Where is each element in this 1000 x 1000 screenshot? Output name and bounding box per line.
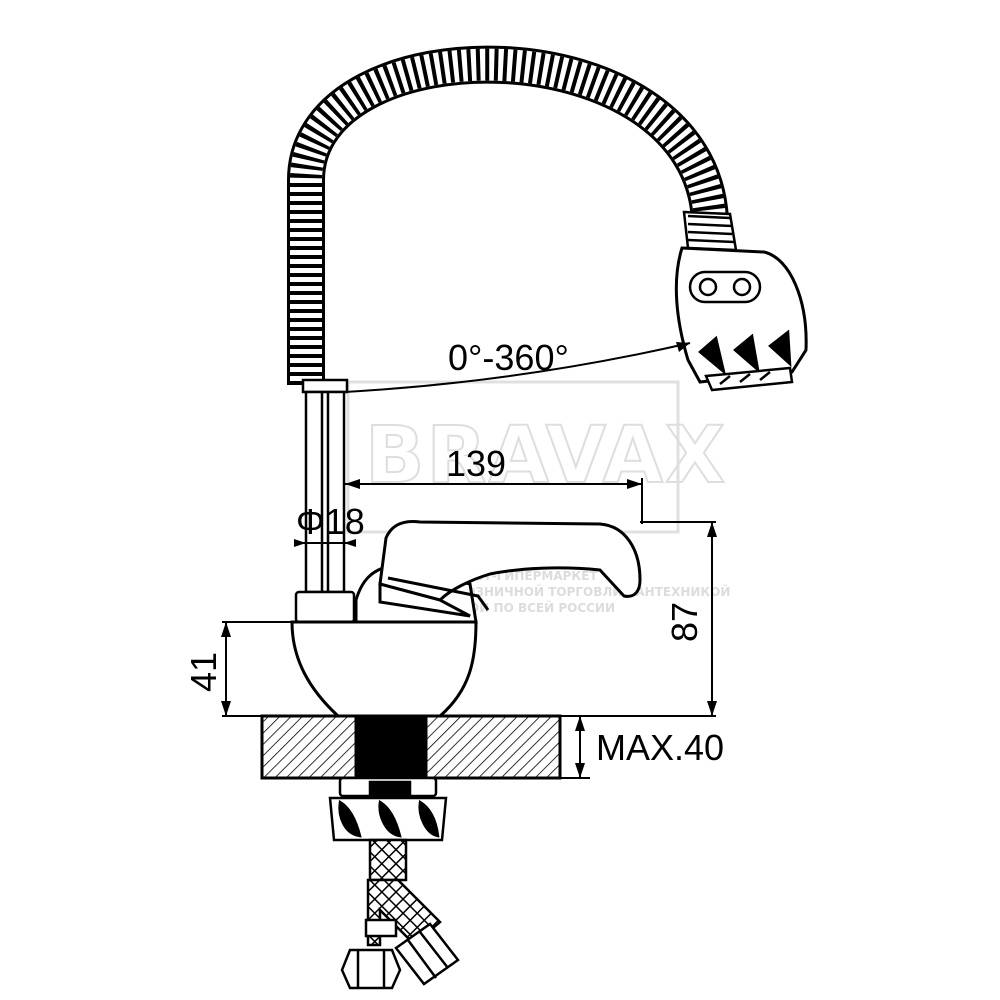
reach-dimension: 139	[345, 443, 643, 524]
base-height-label: 41	[183, 652, 224, 692]
rotation-label: 0°-360°	[448, 337, 569, 378]
mixer-body	[290, 520, 642, 718]
max-thickness-dimension: MAX.40	[560, 715, 724, 779]
supply-hoses	[340, 838, 460, 990]
watermark-brand: BRAVAX	[365, 411, 727, 501]
height-label: 87	[664, 602, 705, 642]
countertop	[260, 714, 562, 780]
arrow-head	[676, 342, 690, 352]
max-thickness-label: MAX.40	[596, 727, 724, 768]
spout-tube	[294, 378, 356, 624]
rotation-arc	[344, 342, 691, 393]
diameter-dimension: Φ18	[294, 501, 365, 547]
rotation-dimension: 0°-360°	[344, 337, 691, 393]
reach-label: 139	[446, 443, 506, 484]
spray-head	[674, 210, 808, 392]
flexible-hose	[287, 45, 729, 385]
mounting-nut	[328, 776, 448, 842]
diameter-label: Φ18	[296, 501, 365, 542]
base-height-dimension: 41	[183, 621, 300, 717]
